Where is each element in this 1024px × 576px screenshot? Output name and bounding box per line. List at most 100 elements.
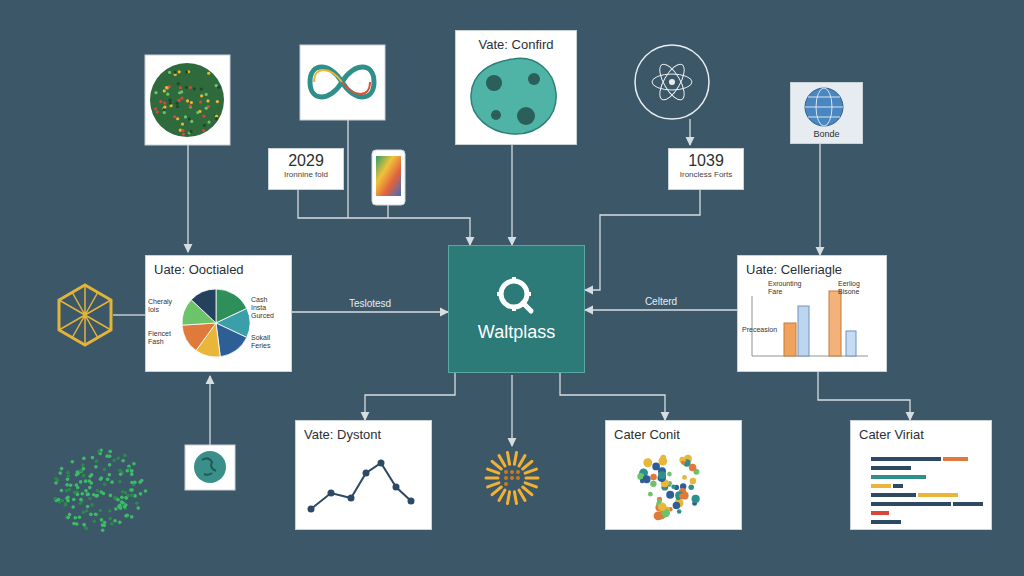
texture-dot (123, 454, 127, 458)
texture-dot (80, 492, 84, 496)
texture-dot (200, 94, 203, 97)
scatter-dot (666, 491, 674, 499)
sun-core (516, 470, 520, 474)
sun-core (504, 476, 508, 480)
scatter-dot (650, 481, 656, 487)
node-title: 2029 (269, 149, 343, 170)
particle-cloud (53, 448, 147, 532)
sun-ray (526, 477, 538, 480)
texture-dot (118, 480, 122, 484)
texture-dot (202, 114, 205, 117)
scatter-dot (658, 502, 667, 511)
scatter-dot (692, 495, 700, 503)
texture-dot (72, 498, 76, 502)
merge-line (347, 120, 348, 218)
texture-dot (184, 115, 187, 118)
bar-segment (871, 475, 926, 479)
bar-segment (871, 520, 901, 524)
pie-slice (182, 323, 216, 351)
chart-label: Sokall Feries (251, 334, 283, 350)
texture-dot (176, 117, 179, 120)
scatter-dot (650, 474, 657, 481)
scatter-dot (643, 458, 652, 467)
scatter-dot (660, 455, 666, 461)
texture-dot (196, 111, 199, 114)
texture-dot (102, 492, 106, 496)
texture-dot (163, 111, 166, 114)
connector-arrow (365, 373, 455, 420)
texture-dot (175, 102, 178, 105)
texture-dot (66, 474, 70, 478)
texture-dot (103, 468, 107, 472)
texture-dot (91, 456, 95, 460)
year-box: 2029Ironnine fold (268, 148, 344, 190)
scatter-dot (673, 502, 681, 510)
infinity-panel (300, 45, 385, 120)
chart-label: Exrounting Fare (768, 280, 814, 296)
texture-dot (182, 132, 185, 135)
texture-dot (217, 86, 220, 89)
texture-dot (110, 480, 114, 484)
sun-ray (525, 469, 536, 473)
texture-dot (116, 457, 120, 461)
sun-ray (499, 455, 505, 465)
texture-dot (178, 70, 181, 73)
texture-dot (101, 523, 105, 527)
connector-arrow (560, 373, 665, 420)
texture-dot (97, 450, 101, 454)
node-title: Vate: Confird (456, 31, 576, 52)
texture-dot (98, 509, 102, 513)
texture-dot (57, 498, 61, 502)
texture-dot (82, 523, 86, 527)
texture-dot (154, 91, 157, 94)
texture-dot (90, 481, 94, 485)
texture-dot (86, 493, 90, 497)
scatter-dot (690, 478, 697, 485)
texture-dot (118, 521, 122, 525)
texture-dot (94, 465, 98, 469)
sunburst-icon (486, 452, 538, 503)
texture-dot (168, 99, 171, 102)
texture-dot (202, 129, 205, 132)
texture-dot (65, 489, 69, 493)
texture-dot (90, 473, 94, 477)
texture-dot (82, 457, 86, 461)
texture-dot (156, 110, 159, 113)
texture-dot (85, 527, 89, 531)
chart-label: Fiencet Fash (148, 330, 180, 346)
texture-dot (76, 486, 80, 490)
sun-ray (519, 490, 525, 500)
texture-dot (53, 497, 57, 501)
bar-segment (871, 502, 951, 506)
texture-dot (144, 489, 148, 493)
texture-dot (124, 496, 128, 500)
texture-dot (73, 516, 77, 520)
texture-dot (76, 493, 80, 497)
texture-dot (113, 496, 117, 500)
virus-panel (145, 55, 230, 145)
chart-label: Cheraly Iois (148, 298, 180, 314)
texture-dot (79, 498, 83, 502)
texture-dot (118, 504, 122, 508)
texture-dot (58, 471, 62, 475)
texture-dot (106, 478, 110, 482)
texture-dot (105, 454, 109, 458)
texture-dot (103, 483, 107, 487)
sun-ray (499, 490, 505, 500)
texture-dot (116, 498, 120, 502)
texture-dot (69, 483, 73, 487)
year-box: 1039Ironcless Forts (668, 148, 744, 190)
texture-dot (63, 503, 67, 507)
texture-dot (185, 86, 188, 89)
hub-box: Waltplass (448, 245, 585, 373)
phone-screen (376, 156, 401, 196)
scatter-dot (681, 461, 685, 465)
texture-dot (118, 468, 122, 472)
texture-dot (133, 480, 137, 484)
texture-dot (85, 509, 89, 513)
texture-dot (108, 509, 112, 513)
node-title: Uate: Celleriagle (738, 256, 886, 277)
sun-ray (492, 461, 501, 469)
texture-dot (60, 467, 64, 471)
edge-label: Teslotesd (346, 298, 394, 309)
